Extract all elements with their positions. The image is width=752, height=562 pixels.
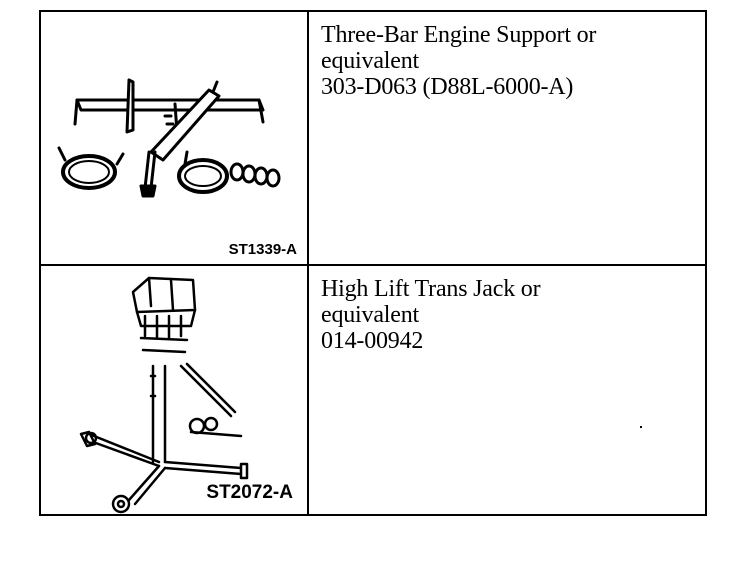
tool-name-line: High Lift Trans Jack or	[321, 276, 541, 302]
trans-jack-illustration	[79, 276, 249, 514]
tool-row-trans-jack: ST2072-A High Lift Trans Jack or equival…	[41, 266, 705, 514]
tool-name-line: Three-Bar Engine Support or	[321, 22, 597, 48]
illustration-code: ST2072-A	[206, 482, 293, 503]
trans-jack-description: High Lift Trans Jack or equivalent 014-0…	[309, 266, 705, 514]
tool-row-engine-support: ST1339-A Three-Bar Engine Support or equ…	[41, 12, 705, 266]
scan-speck	[640, 426, 642, 428]
special-tools-table: ST1339-A Three-Bar Engine Support or equ…	[39, 10, 707, 516]
engine-support-description: Three-Bar Engine Support or equivalent 3…	[309, 12, 705, 264]
tool-part-number: 303-D063 (D88L-6000-A)	[321, 74, 574, 100]
tool-name-line: equivalent	[321, 302, 419, 328]
trans-jack-illustration-cell: ST2072-A	[41, 266, 309, 514]
engine-support-illustration-cell: ST1339-A	[41, 12, 309, 264]
tool-part-number: 014-00942	[321, 328, 424, 354]
engine-support-illustration	[57, 78, 281, 198]
tool-name-line: equivalent	[321, 48, 419, 74]
illustration-code: ST1339-A	[228, 241, 297, 258]
